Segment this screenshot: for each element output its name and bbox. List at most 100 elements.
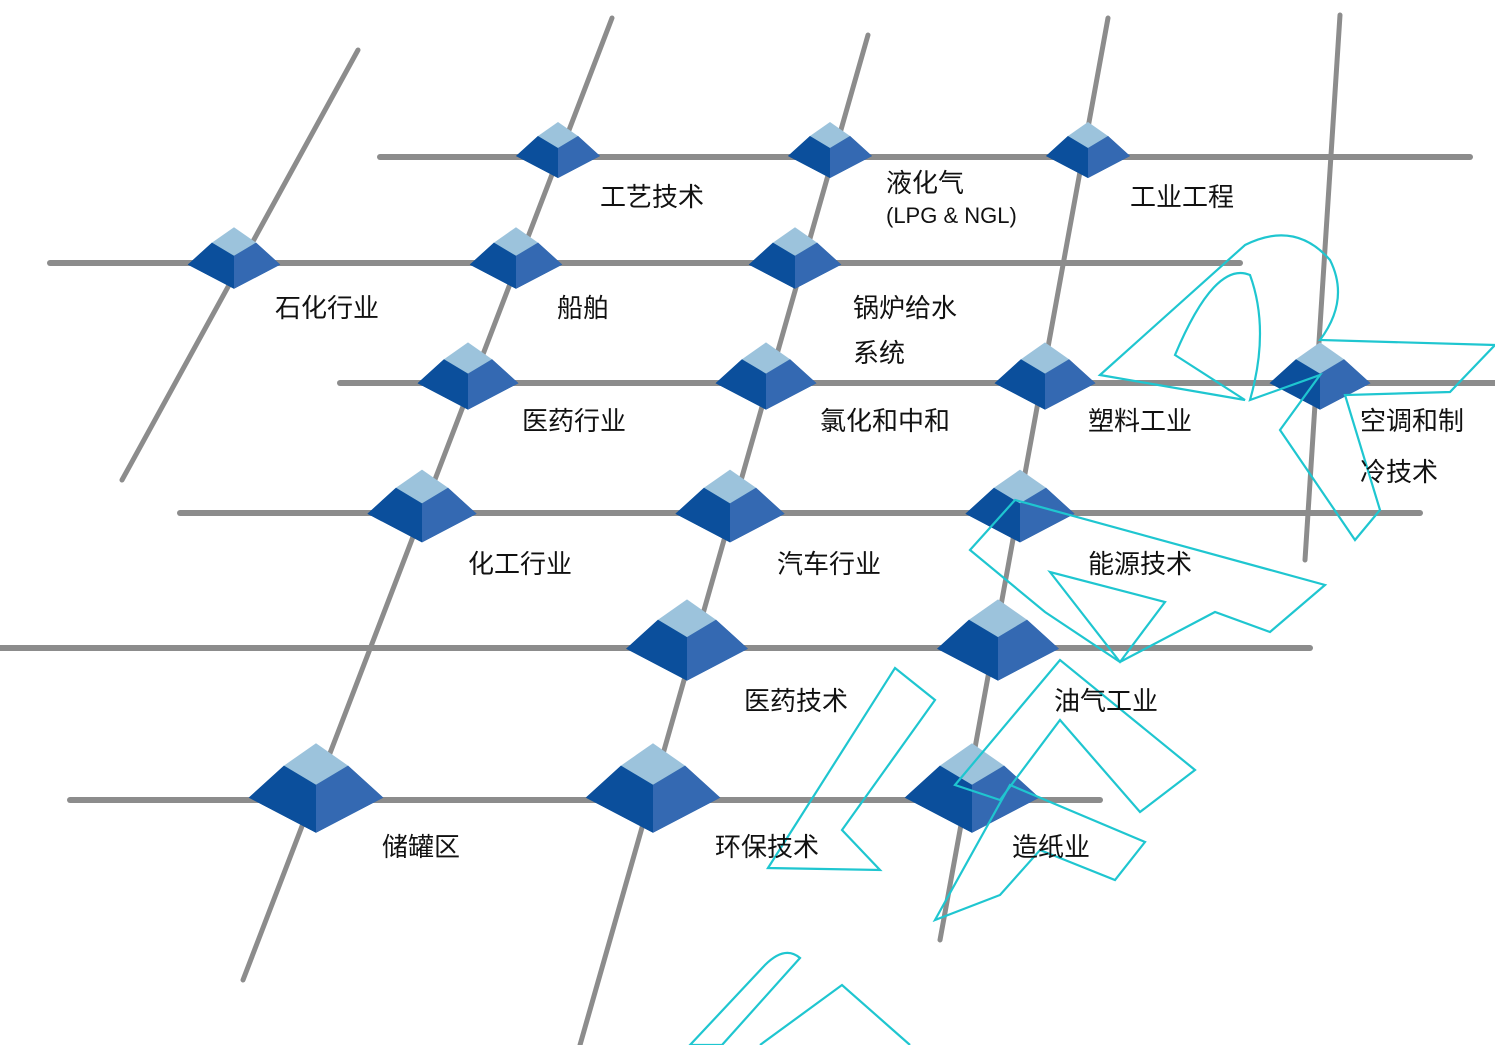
label-chlorination: 氯化和中和 xyxy=(820,406,951,436)
node-top-face xyxy=(284,743,348,785)
node-right-face xyxy=(998,619,1059,681)
label-energy-tech: 能源技术 xyxy=(1088,549,1193,579)
node-left-face xyxy=(994,359,1045,410)
label-lpg-ngl: 液化气 (LPG & NGL) xyxy=(886,168,1017,230)
label-chemical-industry: 化工行业 xyxy=(468,549,573,579)
label-lpg-line1: 液化气 xyxy=(886,168,965,198)
node-left-face xyxy=(187,242,234,289)
node-right-face xyxy=(795,242,842,289)
node-top-face xyxy=(658,599,716,638)
label-lpg-line2: (LPG & NGL) xyxy=(886,203,1017,229)
watermark-a-shape xyxy=(968,498,1328,664)
node-right-face xyxy=(687,619,748,681)
node-left-face xyxy=(626,619,687,681)
blue-pyramid-node-icon xyxy=(748,227,842,289)
node-right-face xyxy=(1088,136,1130,178)
blue-pyramid-node-icon xyxy=(187,227,281,289)
node-right-face xyxy=(422,487,477,543)
label-paper-industry: 造纸业 xyxy=(1012,832,1091,862)
node-right-face xyxy=(766,359,817,410)
watermark-l-shape xyxy=(766,666,937,872)
watermark-e-shape xyxy=(932,658,1197,923)
label-environmental-tech: 环保技术 xyxy=(715,832,820,862)
watermark-logo xyxy=(688,234,1495,1045)
label-boiler-line2: 系统 xyxy=(853,338,906,369)
blue-pyramid-node-icon xyxy=(994,342,1096,410)
blue-pyramid-node-icon xyxy=(1046,122,1130,178)
label-pharma-tech: 医药技术 xyxy=(744,686,849,716)
label-tank-farm: 储罐区 xyxy=(382,832,461,862)
node-top-face xyxy=(621,743,685,785)
grid-nodes xyxy=(187,122,1371,833)
label-industrial-engineering: 工业工程 xyxy=(1130,182,1235,212)
node-left-face xyxy=(417,359,468,410)
node-left-face xyxy=(585,765,653,833)
label-boiler-line1: 锅炉给水 xyxy=(853,293,958,323)
node-right-face xyxy=(558,136,600,178)
node-right-face xyxy=(972,765,1040,833)
node-top-face xyxy=(994,469,1046,504)
node-top-face xyxy=(773,227,817,256)
label-boiler-feedwater: 锅炉给水 系统 xyxy=(853,293,957,369)
node-right-face xyxy=(234,242,281,289)
node-right-face xyxy=(1045,359,1096,410)
label-petrochemical: 石化行业 xyxy=(275,293,380,323)
node-left-face xyxy=(965,487,1020,543)
node-left-face xyxy=(367,487,422,543)
blue-pyramid-node-icon xyxy=(516,122,600,178)
blue-pyramid-node-icon xyxy=(904,743,1040,833)
grid-column-line xyxy=(1302,12,1343,563)
blue-pyramid-node-icon xyxy=(585,743,721,833)
node-top-face xyxy=(1068,122,1108,148)
node-left-face xyxy=(516,136,558,178)
node-right-face xyxy=(653,765,721,833)
label-hvac-line1: 空调和制 xyxy=(1360,406,1465,436)
label-hvac-refrigeration: 空调和制 冷技术 xyxy=(1360,406,1464,488)
node-top-face xyxy=(1296,342,1344,374)
label-ship: 船舶 xyxy=(557,293,610,323)
node-left-face xyxy=(904,765,972,833)
node-top-face xyxy=(704,469,756,504)
node-top-face xyxy=(494,227,538,256)
node-top-face xyxy=(969,599,1027,638)
node-right-face xyxy=(730,487,785,543)
watermark-r-shape xyxy=(1097,234,1495,542)
node-right-face xyxy=(468,359,519,410)
node-left-face xyxy=(715,359,766,410)
node-top-face xyxy=(1021,342,1069,374)
node-top-face xyxy=(538,122,578,148)
watermark-c-shape xyxy=(688,951,911,1045)
blue-pyramid-node-icon xyxy=(715,342,817,410)
node-left-face xyxy=(748,242,795,289)
blue-pyramid-node-icon xyxy=(965,469,1075,543)
node-right-face xyxy=(316,765,384,833)
node-left-face xyxy=(469,242,516,289)
node-left-face xyxy=(788,136,830,178)
blue-pyramid-node-icon xyxy=(469,227,563,289)
node-right-face xyxy=(516,242,563,289)
label-process-tech: 工艺技术 xyxy=(600,182,705,212)
blue-pyramid-node-icon xyxy=(248,743,384,833)
node-top-face xyxy=(212,227,256,256)
node-top-face xyxy=(396,469,448,504)
label-automotive: 汽车行业 xyxy=(777,549,882,579)
node-right-face xyxy=(1020,487,1075,543)
blue-pyramid-node-icon xyxy=(626,599,748,681)
label-oil-gas: 油气工业 xyxy=(1054,686,1159,716)
blue-pyramid-node-icon xyxy=(788,122,872,178)
node-top-face xyxy=(742,342,790,374)
grid-column-line xyxy=(577,32,871,1045)
blue-pyramid-node-icon xyxy=(675,469,785,543)
node-top-face xyxy=(810,122,850,148)
label-hvac-line2: 冷技术 xyxy=(1360,457,1439,488)
node-left-face xyxy=(1046,136,1088,178)
node-top-face xyxy=(444,342,492,374)
blue-pyramid-node-icon xyxy=(367,469,477,543)
node-right-face xyxy=(830,136,872,178)
blue-pyramid-node-icon xyxy=(417,342,519,410)
node-left-face xyxy=(675,487,730,543)
node-left-face xyxy=(937,619,998,681)
blue-pyramid-node-icon xyxy=(937,599,1059,681)
label-plastics: 塑料工业 xyxy=(1088,406,1193,436)
